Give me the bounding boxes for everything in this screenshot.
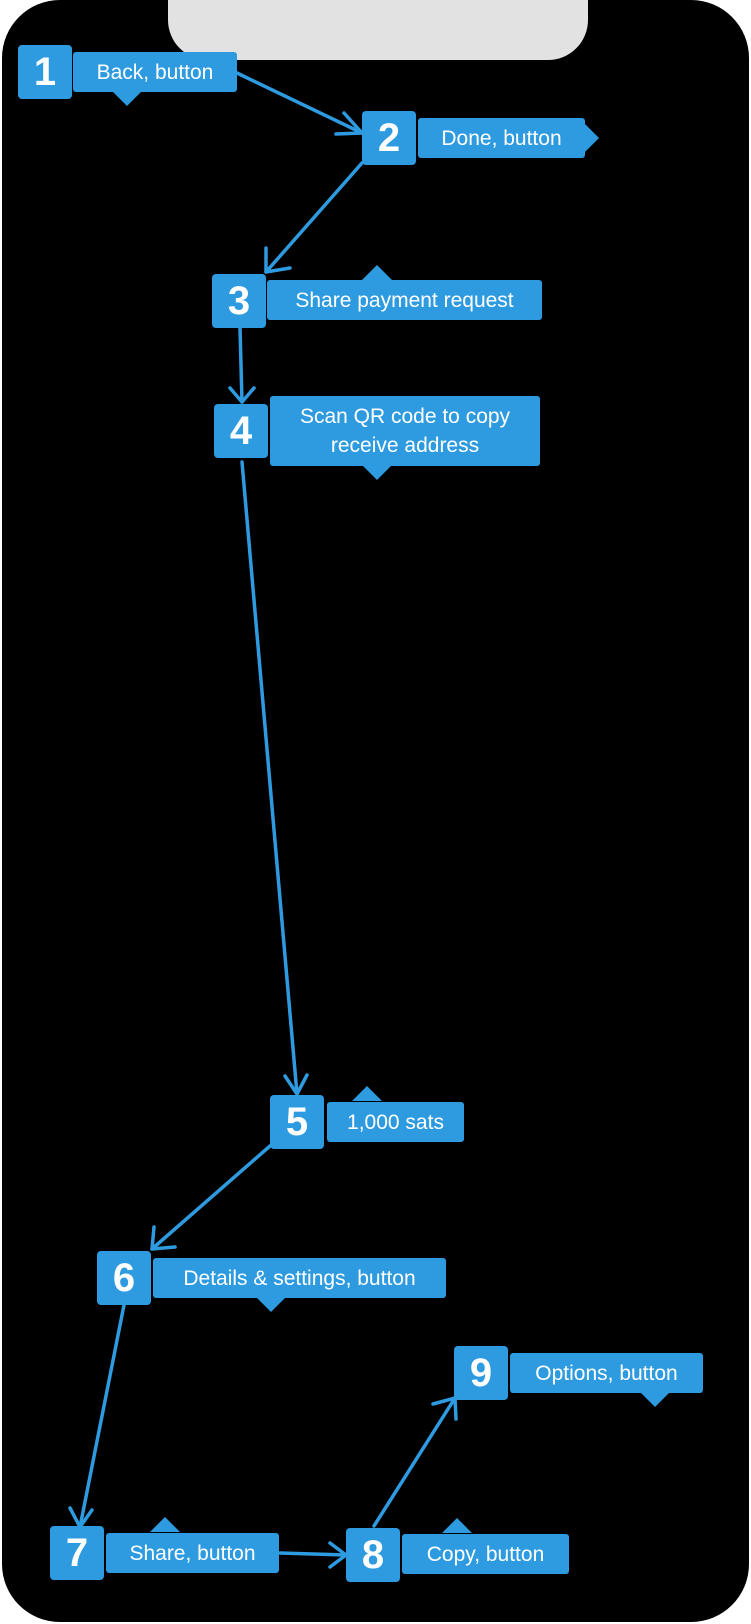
step-8-pointer xyxy=(442,1518,472,1533)
arrow-1-to-2 xyxy=(235,71,364,136)
step-1-pointer xyxy=(112,91,142,106)
step-7-pointer xyxy=(150,1517,180,1532)
step-1-label: Back, button xyxy=(73,52,237,92)
step-5-number: 5 xyxy=(270,1095,324,1149)
arrow-6-to-7 xyxy=(68,1303,126,1529)
notch xyxy=(168,0,588,60)
step-3-label: Share payment request xyxy=(267,280,542,320)
arrow-7-to-8 xyxy=(278,1541,348,1569)
step-6-number: 6 xyxy=(97,1251,151,1305)
arrow-5-to-6 xyxy=(150,1144,272,1251)
step-1-number: 1 xyxy=(18,45,72,99)
step-5-label: 1,000 sats xyxy=(327,1102,464,1142)
step-9-number: 9 xyxy=(454,1346,508,1400)
step-9-pointer xyxy=(640,1392,670,1407)
step-5-pointer xyxy=(352,1086,382,1101)
step-8-label: Copy, button xyxy=(402,1534,569,1574)
step-7-number: 7 xyxy=(50,1526,104,1580)
step-2-label: Done, button xyxy=(418,118,585,158)
step-6-pointer xyxy=(256,1297,286,1312)
arrow-4-to-5 xyxy=(240,460,309,1096)
step-2-number: 2 xyxy=(362,111,416,165)
arrow-2-to-3 xyxy=(264,161,364,274)
arrow-8-to-9 xyxy=(372,1396,458,1528)
step-7-label: Share, button xyxy=(106,1533,279,1573)
step-8-number: 8 xyxy=(346,1528,400,1582)
step-6-label: Details & settings, button xyxy=(153,1258,446,1298)
arrow-3-to-4 xyxy=(228,326,256,404)
step-3-pointer xyxy=(362,265,392,280)
step-3-number: 3 xyxy=(212,274,266,328)
step-4-number: 4 xyxy=(214,404,268,458)
step-4-pointer xyxy=(362,465,392,480)
step-9-label: Options, button xyxy=(510,1353,703,1393)
step-2-pointer xyxy=(584,123,599,153)
step-4-label: Scan QR code to copy receive address xyxy=(270,396,540,466)
